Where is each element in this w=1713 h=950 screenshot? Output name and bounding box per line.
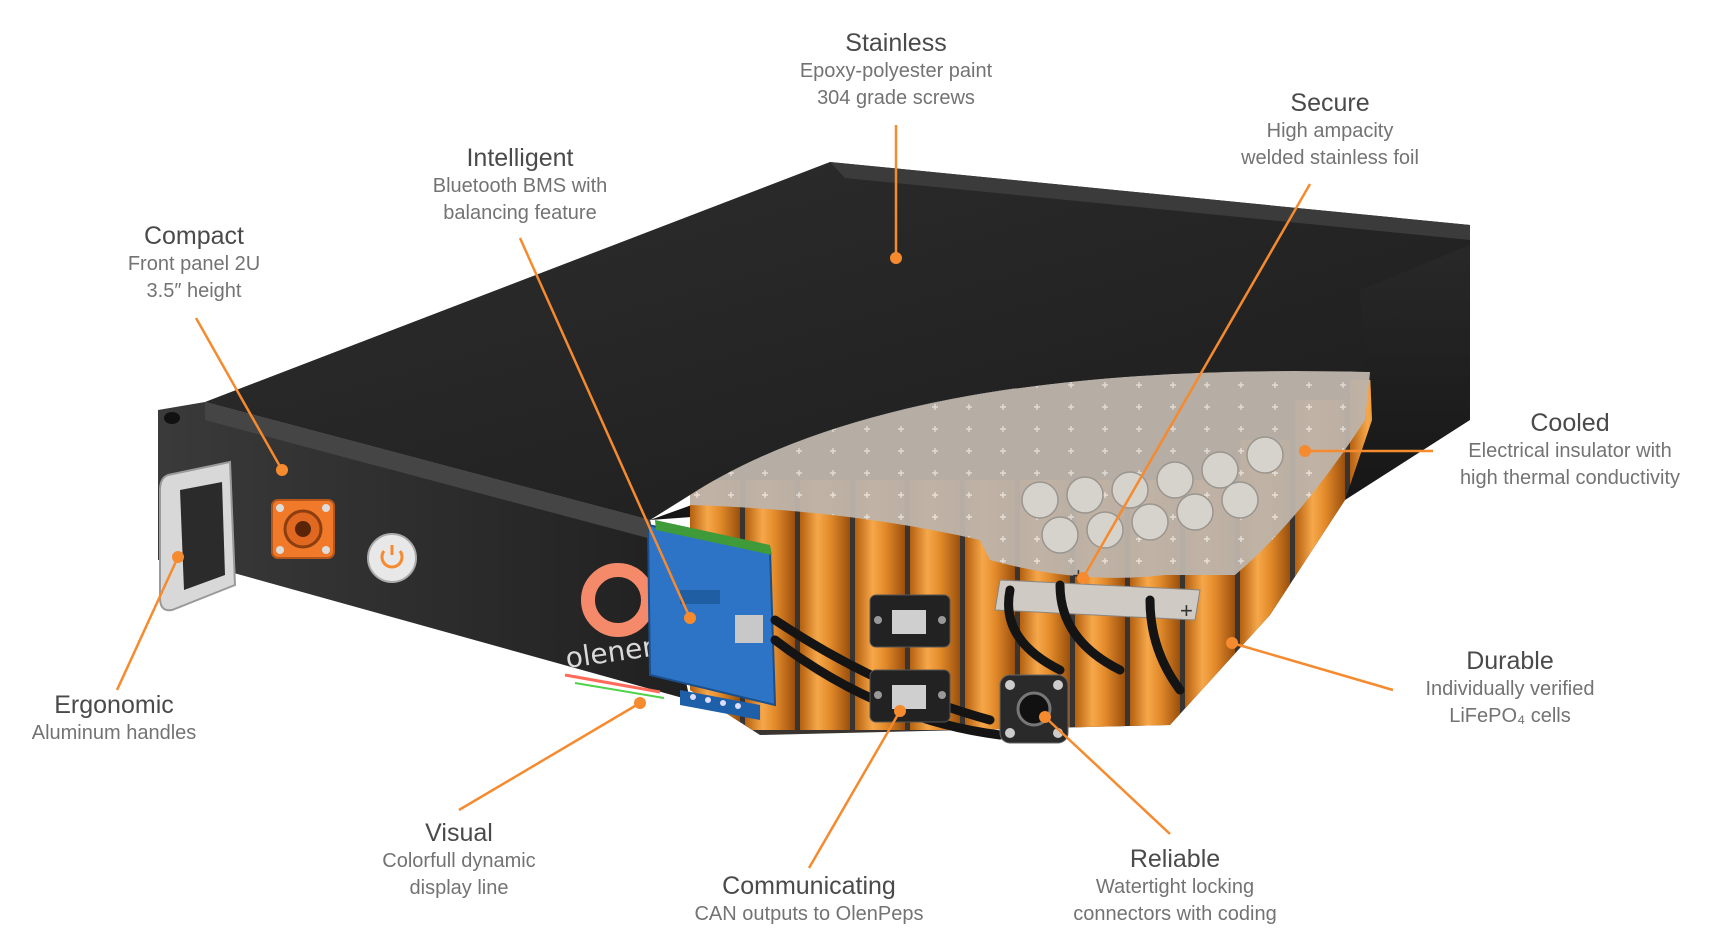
- callout-communicating: Communicating CAN outputs to OlenPeps: [664, 871, 954, 928]
- callout-line: CAN outputs to OlenPeps: [694, 903, 924, 925]
- callout-line: welded stainless foil: [1241, 147, 1419, 169]
- callout-visual: Visual Colorfull dynamic display line: [354, 818, 564, 902]
- leader-intelligent: [518, 237, 692, 619]
- svg-text:+: +: [1180, 598, 1193, 623]
- dot-visual: [634, 697, 646, 709]
- callout-durable: Durable Individually verified LiFePO₄ ce…: [1380, 646, 1640, 730]
- bms-board: [646, 520, 777, 707]
- callout-line: Bluetooth BMS with: [432, 175, 608, 197]
- dot-reliable: [1039, 711, 1051, 723]
- callout-line: connectors with coding: [1073, 903, 1277, 925]
- callout-title: Intelligent: [466, 144, 574, 172]
- callout-title: Compact: [143, 222, 245, 250]
- watertight-connector: [999, 674, 1069, 744]
- front-panel: [158, 402, 690, 700]
- dot-ergonomic: [172, 551, 184, 563]
- callout-secure: Secure High ampacity welded stainless fo…: [1180, 88, 1480, 172]
- leader-lines: [115, 125, 1433, 869]
- dot-compact: [276, 464, 288, 476]
- leader-reliable: [1044, 716, 1171, 835]
- callout-ergonomic: Ergonomic Aluminum handles: [14, 690, 214, 747]
- callout-line: 304 grade screws: [817, 87, 975, 109]
- callout-title: Reliable: [1129, 845, 1221, 873]
- callout-line: LiFePO₄ cells: [1449, 705, 1571, 727]
- can-connector-lower: [869, 669, 951, 723]
- callout-intelligent: Intelligent Bluetooth BMS with balancing…: [380, 143, 660, 227]
- dot-intelligent: [684, 612, 696, 624]
- dot-communicating: [894, 705, 906, 717]
- casing-top: [205, 162, 1470, 520]
- dot-durable: [1226, 637, 1238, 649]
- callout-title: Visual: [425, 819, 493, 847]
- callout-line: balancing feature: [443, 202, 597, 224]
- power-connector: [271, 499, 335, 559]
- callout-stainless: Stainless Epoxy-polyester paint 304 grad…: [746, 28, 1046, 112]
- dot-stainless: [890, 252, 902, 264]
- can-connector-upper: [869, 594, 951, 648]
- callout-line: high thermal conductivity: [1459, 467, 1681, 489]
- dot-cooled: [1299, 445, 1311, 457]
- callout-title: Durable: [1466, 647, 1554, 675]
- leader-ergonomic: [115, 556, 180, 691]
- callout-cooled: Cooled Electrical insulator with high th…: [1430, 408, 1710, 492]
- display-line: [564, 673, 661, 694]
- callout-title: Cooled: [1530, 409, 1610, 437]
- leader-secure: [1081, 183, 1312, 579]
- power-button: [367, 533, 417, 583]
- callout-title: Secure: [1290, 89, 1370, 117]
- leader-visual: [458, 701, 641, 812]
- callout-line: Colorfull dynamic: [382, 850, 536, 872]
- callout-line: 3.5″ height: [146, 280, 242, 302]
- callout-line: Individually verified: [1425, 678, 1595, 700]
- dot-secure: [1077, 572, 1089, 584]
- callout-title: Communicating: [722, 872, 896, 900]
- callout-compact: Compact Front panel 2U 3.5″ height: [94, 221, 294, 305]
- callout-line: Watertight locking: [1095, 876, 1255, 898]
- callout-line: display line: [409, 877, 509, 899]
- callout-reliable: Reliable Watertight locking connectors w…: [1040, 844, 1310, 928]
- led-strip: [680, 690, 760, 720]
- callout-line: Electrical insulator with: [1468, 440, 1672, 462]
- callout-line: Aluminum handles: [31, 722, 197, 744]
- leader-communicating: [807, 710, 902, 869]
- callout-line: Front panel 2U: [127, 253, 261, 275]
- callout-line: High ampacity: [1266, 120, 1394, 142]
- callout-title: Stainless: [845, 29, 947, 57]
- leader-compact: [194, 317, 284, 471]
- callout-title: Ergonomic: [54, 691, 174, 719]
- callout-line: Epoxy-polyester paint: [799, 60, 993, 82]
- leader-durable: [1231, 641, 1394, 692]
